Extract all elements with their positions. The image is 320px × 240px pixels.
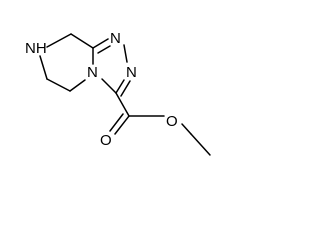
bond-nh-ch2-top — [46, 33, 72, 48]
bond-c8a-n-top-double — [97, 45, 111, 54]
bond-n-right-c3 — [115, 79, 125, 94]
bond-n-right-c3-double — [120, 80, 131, 97]
bond-ch2-ch3 — [190, 133, 211, 156]
bond-c3-n-fused — [101, 78, 117, 94]
bonds — [39, 33, 211, 156]
bond-c6-nh — [39, 55, 48, 80]
molecule-structure: NH N N N O O — [25, 30, 211, 156]
atom-label-o-carbonyl: O — [100, 132, 112, 149]
bond-c3-carbonyl-c — [115, 92, 130, 117]
atom-label-n-right: N — [126, 64, 137, 81]
structure-diagram: NH N N N O O — [25, 30, 211, 156]
atom-label-o-ester: O — [166, 113, 178, 130]
bond-ch2-top-c8a — [70, 33, 94, 49]
atom-label-n-top: N — [110, 30, 121, 47]
atom-label-nh: NH — [25, 40, 47, 57]
bond-carbonyl-c-o-double — [109, 113, 124, 132]
bond-n-fused-ch2-c5 — [69, 79, 86, 92]
bond-c5-c6 — [46, 78, 71, 92]
bond-carbonyl-c-o — [114, 115, 130, 135]
atom-label-n-fused: N — [87, 64, 98, 81]
bond-c8a-n-top — [92, 38, 109, 49]
atom-labels: NH N N N O O — [25, 30, 178, 149]
bond-o-ester-ch2 — [181, 123, 192, 135]
bond-n-top-n-right — [123, 44, 128, 63]
